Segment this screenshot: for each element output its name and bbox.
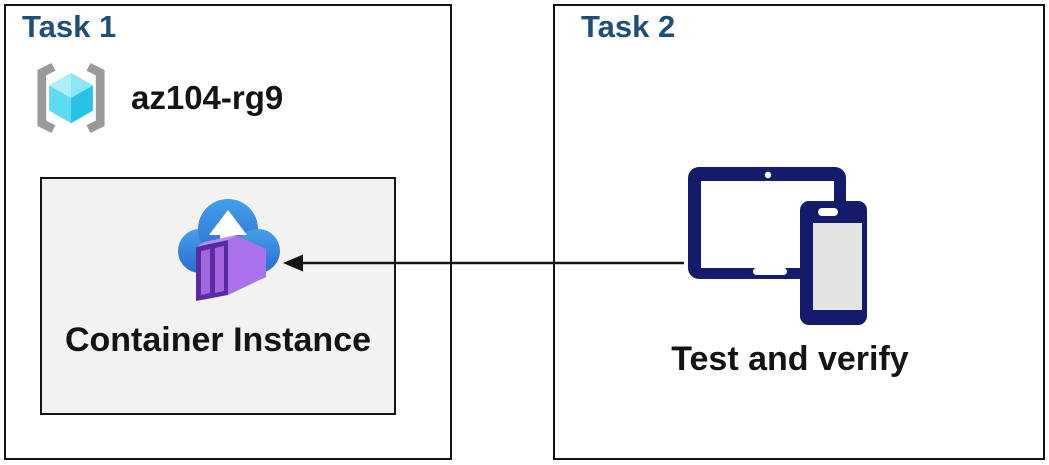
tablet-home-bar xyxy=(753,268,787,275)
tablet-phone-icon xyxy=(688,167,867,325)
resource-group-row: az104-rg9 xyxy=(31,62,283,134)
container-instance-icon xyxy=(178,199,280,301)
resource-group-icon xyxy=(37,62,105,134)
resource-group-label: az104-rg9 xyxy=(131,79,284,116)
phone-speaker xyxy=(818,208,838,216)
phone-screen xyxy=(813,223,862,310)
task2-title: Task 2 xyxy=(581,9,676,44)
container-instance-label: Container Instance xyxy=(64,321,372,359)
tablet-camera-dot xyxy=(764,171,772,179)
task1-title: Task 1 xyxy=(22,9,117,44)
test-and-verify-label: Test and verify xyxy=(671,340,909,378)
container-shape xyxy=(196,235,266,301)
